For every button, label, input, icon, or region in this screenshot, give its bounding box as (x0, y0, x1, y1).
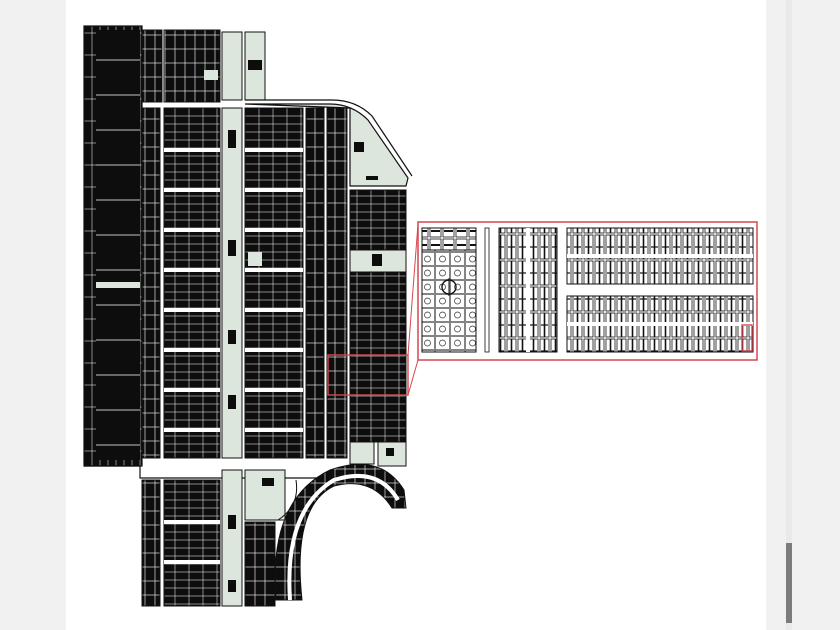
detail-inset (417, 221, 758, 361)
inset-highlighted-lot (741, 324, 753, 352)
central-lot-blocks (141, 107, 407, 459)
north-blocks (141, 29, 266, 103)
western-lot-strip (83, 25, 143, 467)
callout-leader-bottom (407, 359, 419, 396)
cul-de-sac-ring (274, 463, 407, 601)
highlighted-block (327, 354, 409, 396)
south-east-blocks (349, 441, 407, 467)
southern-lot-blocks (84, 465, 350, 607)
north-east-park (244, 99, 413, 187)
callout-leader-top (407, 223, 419, 356)
vertical-scrollbar-thumb[interactable] (786, 543, 792, 623)
vertical-scrollbar-track[interactable] (786, 0, 792, 630)
